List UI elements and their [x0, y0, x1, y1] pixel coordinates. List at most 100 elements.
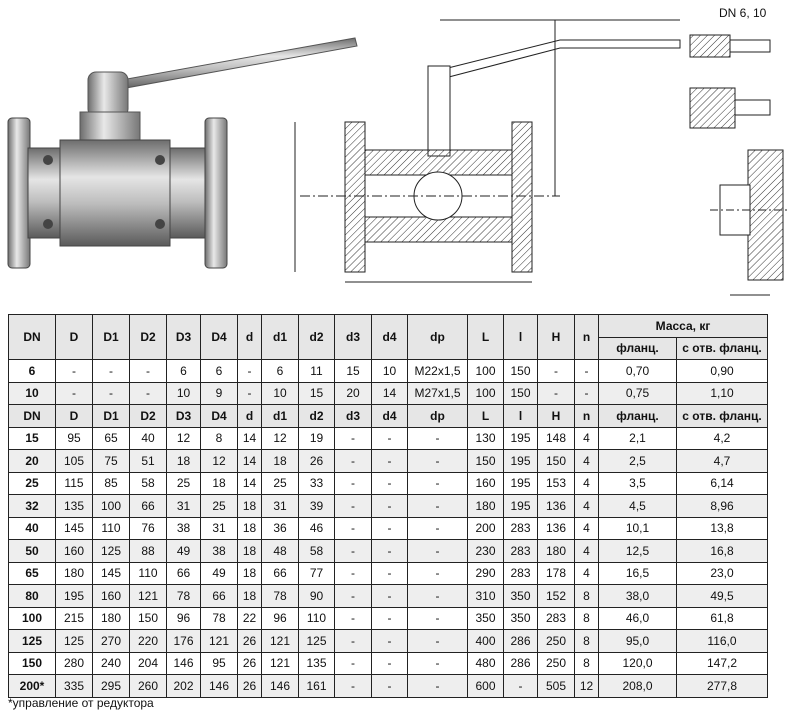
col-header: D4 [200, 314, 238, 360]
dn-cell: 100 [8, 606, 56, 630]
table-cell: 78 [261, 584, 299, 608]
mass-header: Масса, кг [598, 314, 768, 338]
table-cell: 121 [200, 629, 238, 653]
table-cell: 148 [537, 426, 575, 450]
table-cell: 95 [200, 651, 238, 675]
table-cell: M27x1,5 [407, 381, 468, 405]
table-cell: 4 [574, 426, 599, 450]
table-cell: 161 [298, 674, 335, 698]
table-cell: 26 [237, 629, 262, 653]
table-cell: 78 [166, 584, 201, 608]
dn-cell: 65 [8, 561, 56, 585]
table-cell: 26 [298, 449, 335, 473]
table-cell: 4,7 [676, 449, 768, 473]
table-cell: 480 [467, 651, 504, 675]
table-cell: 31 [166, 494, 201, 518]
col-header: dp [407, 314, 468, 360]
table-cell: - [371, 651, 408, 675]
table-cell: 22 [237, 606, 262, 630]
table-cell: 76 [129, 516, 167, 540]
table-cell: 195 [503, 449, 538, 473]
table-cell: 25 [166, 471, 201, 495]
table-cell: 58 [129, 471, 167, 495]
table-cell: 18 [237, 516, 262, 540]
valve-section-drawing [294, 19, 681, 283]
table-cell: - [334, 494, 372, 518]
table-cell: 250 [537, 651, 575, 675]
col-header: фланц. [598, 336, 677, 360]
table-cell: - [371, 426, 408, 450]
table-cell: 6 [200, 359, 238, 383]
table-cell: 8 [574, 584, 599, 608]
table-cell: 77 [298, 561, 335, 585]
table-cell: - [407, 629, 468, 653]
table-cell: - [503, 674, 538, 698]
table-cell: 10,1 [598, 516, 677, 540]
valve-drawings [7, 19, 790, 296]
table-cell: 135 [298, 651, 335, 675]
table-cell: 95,0 [598, 629, 677, 653]
table-cell: - [92, 359, 130, 383]
table-cell: - [371, 471, 408, 495]
table-cell: 110 [92, 516, 130, 540]
table-cell: 150 [503, 359, 538, 383]
table-cell: - [371, 584, 408, 608]
dn-cell: 125 [8, 629, 56, 653]
table-cell: - [407, 539, 468, 563]
table-cell: 36 [261, 516, 299, 540]
header-row-1: DN D D1 D2 D3 D4 d d1 d2 d3 d4 dp L l H … [8, 314, 768, 360]
table-cell: 38 [166, 516, 201, 540]
col-header: D2 [129, 404, 167, 428]
table-cell: - [537, 381, 575, 405]
table-cell: 136 [537, 494, 575, 518]
table-cell: 4 [574, 449, 599, 473]
table-cell: 153 [537, 471, 575, 495]
table-cell: - [334, 539, 372, 563]
dn-cell: 80 [8, 584, 56, 608]
dn-cell: 25 [8, 471, 56, 495]
table-cell: 3,5 [598, 471, 677, 495]
table-cell: 8 [574, 606, 599, 630]
table-cell: - [407, 471, 468, 495]
col-header: d4 [371, 404, 408, 428]
table-cell: - [407, 449, 468, 473]
table-cell: - [407, 674, 468, 698]
table-cell: 49 [166, 539, 201, 563]
table-cell: 350 [503, 606, 538, 630]
table-cell: 121 [261, 629, 299, 653]
col-header: n [574, 404, 599, 428]
dn-cell: 32 [8, 494, 56, 518]
table-cell: 61,8 [676, 606, 768, 630]
table-cell: 283 [503, 516, 538, 540]
table-cell: 66 [129, 494, 167, 518]
table-cell: 290 [467, 561, 504, 585]
table-cell: - [371, 674, 408, 698]
table-cell: 280 [55, 651, 93, 675]
table-cell: - [334, 674, 372, 698]
table-cell: 16,5 [598, 561, 677, 585]
table-cell: 15 [298, 381, 335, 405]
table-cell: 121 [261, 651, 299, 675]
table-cell: 286 [503, 651, 538, 675]
table-cell: - [371, 629, 408, 653]
table-cell: 176 [166, 629, 201, 653]
table-cell: 100 [92, 494, 130, 518]
table-cell: 12 [261, 426, 299, 450]
table-cell: 260 [129, 674, 167, 698]
col-header: d2 [298, 404, 335, 428]
col-header: D4 [200, 404, 238, 428]
table-cell: 105 [55, 449, 93, 473]
table-cell: - [237, 359, 262, 383]
col-header: L [467, 314, 504, 360]
dn-cell: 50 [8, 539, 56, 563]
table-cell: 14 [237, 449, 262, 473]
table-cell: 125 [92, 539, 130, 563]
detail-drawings [689, 34, 790, 296]
table-cell: 295 [92, 674, 130, 698]
